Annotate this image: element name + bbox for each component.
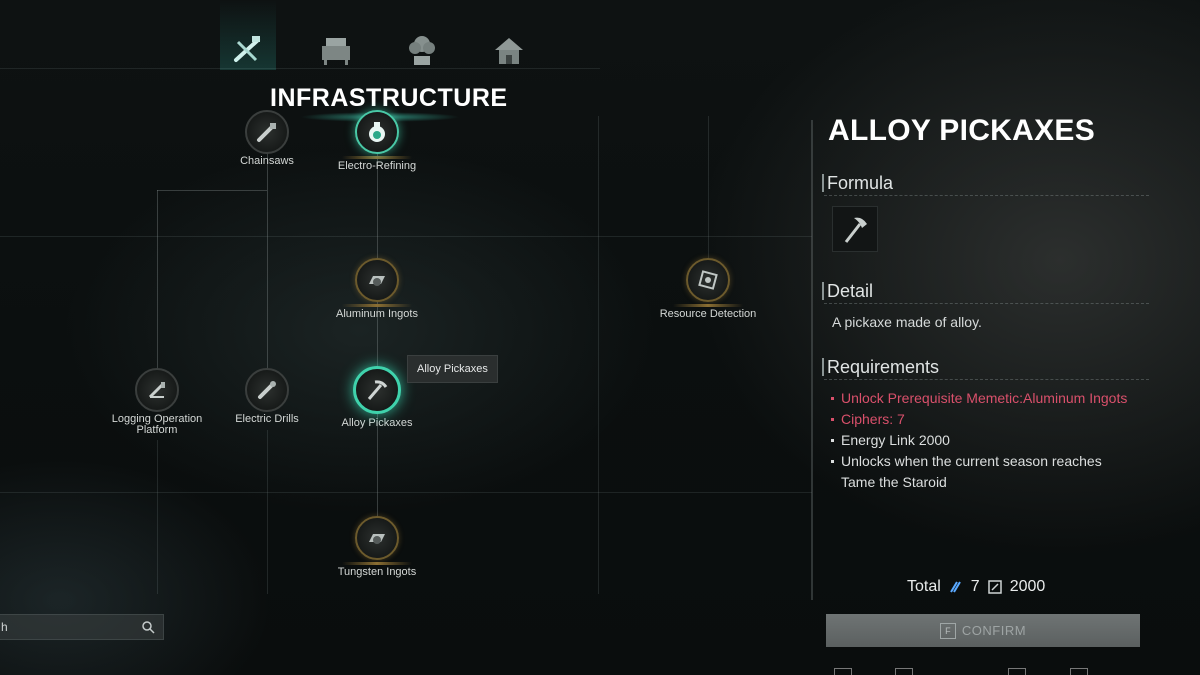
node-alloy-pickaxes[interactable]: Alloy Pickaxes	[317, 366, 437, 429]
requirement-item: Unlock Prerequisite Memetic:Aluminum Ing…	[830, 388, 1130, 409]
key-hint	[895, 668, 913, 675]
detail-text: A pickaxe made of alloy.	[832, 314, 982, 330]
node-chainsaws[interactable]: Chainsaws	[207, 110, 327, 167]
confirm-label: CONFIRM	[961, 623, 1027, 638]
node-underline	[673, 304, 743, 307]
category-title: INFRASTRUCTURE	[270, 84, 508, 112]
node-badge	[353, 366, 401, 414]
node-label: Logging Operation Platform	[111, 413, 203, 436]
scanner-icon	[698, 270, 718, 290]
node-label: Chainsaws	[240, 155, 294, 167]
node-badge	[355, 516, 399, 560]
confirm-key-hint: F	[939, 622, 956, 639]
cipher-icon	[949, 581, 961, 593]
tab-building[interactable]	[487, 28, 531, 72]
tree-connector	[157, 190, 267, 191]
node-badge	[245, 110, 289, 154]
node-electro-refining[interactable]: Electro-Refining	[317, 110, 437, 172]
chainsaw-icon	[257, 123, 276, 142]
search-box[interactable]	[0, 614, 164, 640]
node-badge	[135, 368, 179, 412]
node-aluminum-ingots[interactable]: Aluminum Ingots	[317, 258, 437, 320]
search-input[interactable]	[0, 615, 131, 639]
row-divider	[0, 492, 812, 493]
tab-crafting[interactable]	[314, 28, 358, 72]
tab-farming[interactable]	[400, 28, 444, 72]
requirements-list: Unlock Prerequisite Memetic:Aluminum Ing…	[830, 388, 1130, 493]
key-hint	[1070, 668, 1088, 675]
formula-item-slot[interactable]	[832, 206, 878, 252]
node-label: Tungsten Ingots	[337, 566, 417, 578]
detail-heading: Detail	[822, 282, 1149, 304]
total-label: Total	[907, 578, 941, 595]
saw-crossed-icon	[234, 36, 260, 62]
node-resource-detection[interactable]: Resource Detection	[648, 258, 768, 320]
plant-pot-icon	[409, 36, 435, 65]
node-label: Electro-Refining	[337, 160, 417, 172]
total-energy: 2000	[1009, 578, 1046, 595]
node-label: Electric Drills	[235, 413, 299, 425]
tab-infrastructure[interactable]	[220, 0, 276, 72]
total-ciphers: 7	[970, 578, 980, 595]
tree-connector	[157, 190, 158, 386]
node-badge	[686, 258, 730, 302]
node-underline	[342, 562, 412, 565]
node-badge	[355, 258, 399, 302]
flask-icon	[369, 122, 385, 142]
node-underline	[342, 304, 412, 307]
ingot-icon	[369, 276, 385, 286]
node-badge	[245, 368, 289, 412]
tree-connector	[267, 148, 268, 386]
ingot-icon	[369, 534, 385, 544]
key-hint	[1008, 668, 1026, 675]
node-label: Aluminum Ingots	[336, 308, 418, 320]
tree-connector	[267, 430, 268, 594]
tree-connector	[377, 148, 378, 548]
node-logging-operation-platform[interactable]: Logging Operation Platform	[97, 368, 217, 436]
requirements-heading: Requirements	[822, 358, 1149, 380]
node-label: Resource Detection	[659, 308, 757, 320]
total-cost: Total 7 2000	[907, 578, 1045, 596]
requirement-item: Unlocks when the current season reaches …	[830, 451, 1130, 493]
formula-heading: Formula	[822, 174, 1149, 196]
energy-link-icon	[987, 580, 1002, 594]
node-tungsten-ingots[interactable]: Tungsten Ingots	[317, 516, 437, 578]
workbench-icon	[322, 38, 350, 65]
panel-title: ALLOY PICKAXES	[828, 114, 1096, 147]
node-label: Alloy Pickaxes	[341, 417, 413, 429]
key-hint	[834, 668, 852, 675]
header-divider	[0, 68, 600, 69]
node-tooltip: Alloy Pickaxes	[407, 355, 498, 383]
pickaxe-icon	[367, 380, 388, 400]
node-electric-drills[interactable]: Electric Drills	[207, 368, 327, 425]
requirement-item: Energy Link 2000	[830, 430, 1130, 451]
row-divider	[0, 236, 812, 237]
column-divider	[708, 116, 709, 266]
column-divider	[598, 116, 599, 594]
logging-icon	[148, 382, 165, 399]
node-badge	[355, 110, 399, 154]
house-icon	[495, 38, 523, 64]
pickaxe-icon	[844, 217, 867, 243]
requirement-item: Ciphers: 7	[830, 409, 1130, 430]
confirm-button[interactable]: F CONFIRM	[826, 614, 1140, 647]
drill-icon	[258, 381, 276, 399]
search-icon[interactable]	[141, 620, 155, 634]
panel-divider	[811, 120, 813, 600]
node-underline	[342, 156, 412, 159]
tree-connector	[157, 440, 158, 594]
